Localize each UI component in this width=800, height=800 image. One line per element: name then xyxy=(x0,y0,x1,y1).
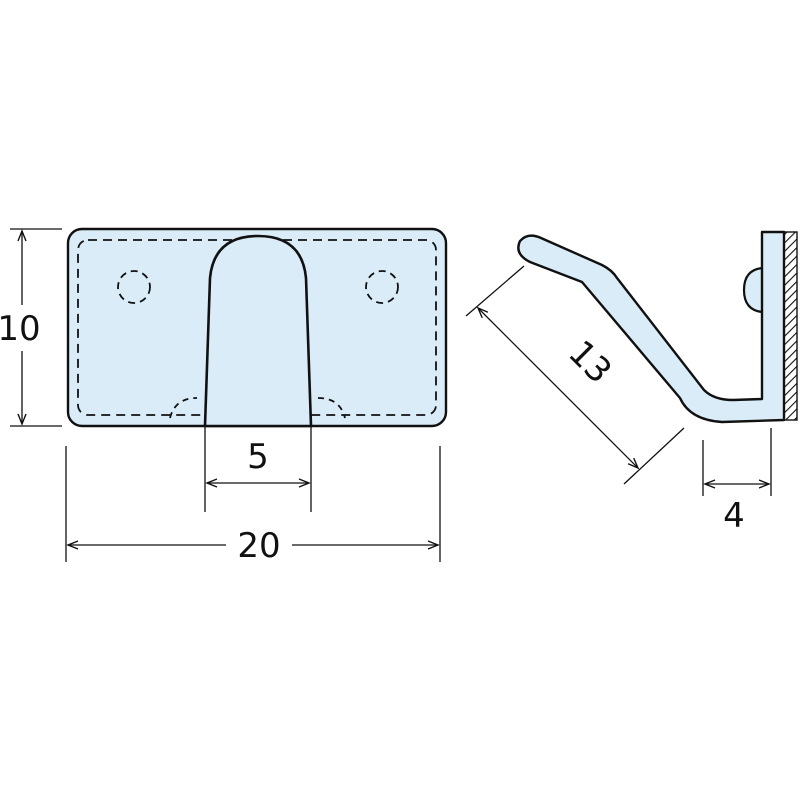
wall-hatching xyxy=(783,231,798,421)
height-dimension: 10 xyxy=(0,228,62,427)
slot-width-dimension: 5 xyxy=(204,426,312,512)
slot-width-label: 5 xyxy=(247,437,269,477)
front-view xyxy=(66,227,448,428)
hook-length-dimension: 13 xyxy=(465,265,685,485)
width-dimension: 20 xyxy=(65,446,441,566)
mounting-hole-left xyxy=(117,270,151,304)
hook-length-label: 13 xyxy=(560,333,619,392)
width-label: 20 xyxy=(237,526,280,566)
hook-tongue xyxy=(203,234,313,428)
hook-profile xyxy=(517,230,786,424)
mounting-hole-right xyxy=(365,270,399,304)
hook-length-dimension-line xyxy=(476,306,640,470)
hook-depth-label: 4 xyxy=(723,496,745,536)
side-view xyxy=(517,230,798,424)
hook-depth-dimension: 4 xyxy=(702,428,772,536)
relief-arc-right xyxy=(317,397,346,419)
plate-bump xyxy=(742,266,763,314)
height-label: 10 xyxy=(0,309,41,349)
relief-arc-left xyxy=(169,397,198,419)
